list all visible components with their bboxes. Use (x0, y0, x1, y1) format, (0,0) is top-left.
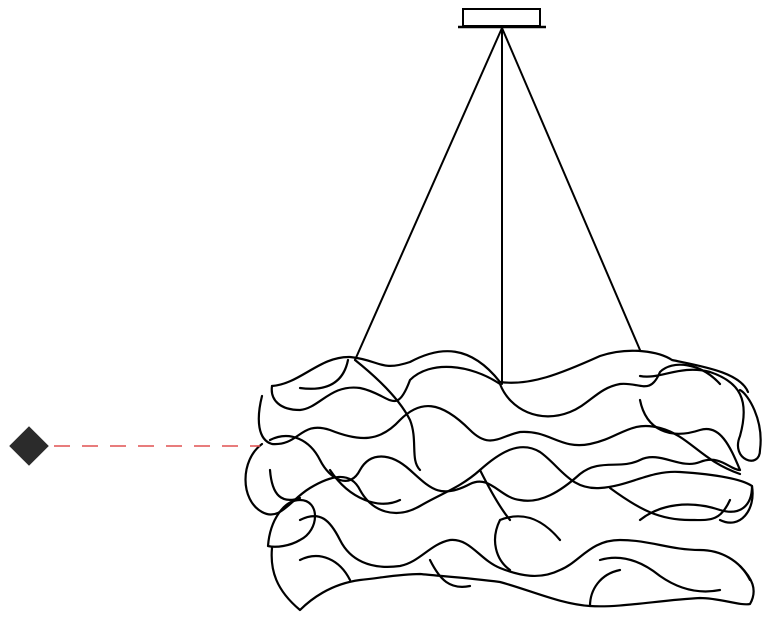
shade-band-2b (268, 435, 742, 502)
cable-right (501, 27, 641, 351)
shade-band-3c (493, 515, 722, 608)
shade-band-3 (266, 498, 752, 582)
shade-band-2 (244, 442, 754, 524)
shade-right-loop (638, 368, 762, 472)
shade-band-1b (298, 358, 422, 472)
shade-band-2c (268, 468, 732, 522)
callout (9, 426, 260, 466)
shade-band-3d (298, 484, 754, 588)
canopy-body (462, 8, 541, 27)
callout-diamond-marker (9, 426, 49, 466)
cable-left (354, 27, 503, 361)
lamp-shade (244, 349, 762, 612)
ceiling-canopy (458, 8, 546, 29)
shade-top-rim (270, 349, 750, 394)
shade-band-3b (270, 546, 755, 612)
shade-band-1 (257, 394, 742, 476)
shade-top-inner (270, 363, 722, 418)
suspension-cables (354, 27, 641, 385)
